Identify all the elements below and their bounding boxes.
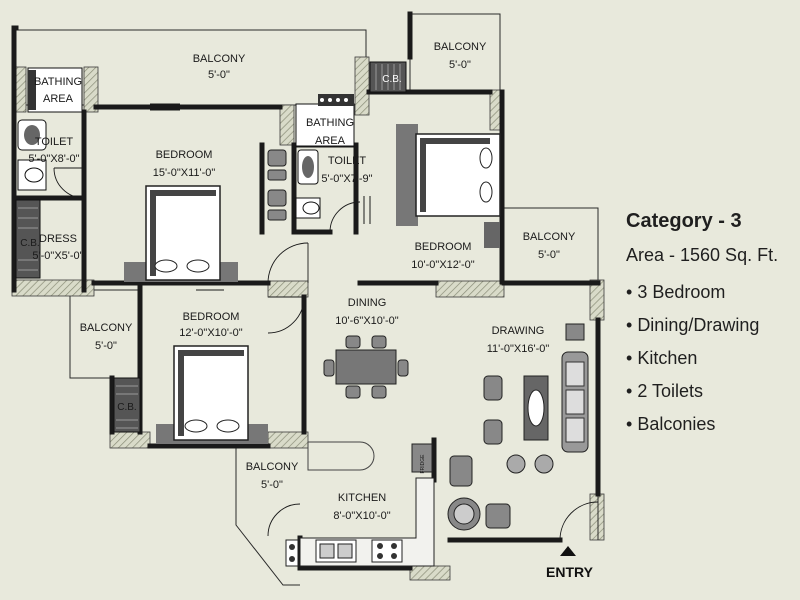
bathing-area-fixtures <box>27 67 355 147</box>
bedroom-2-dim: 10'-0"X12'-0" <box>411 259 474 271</box>
walls <box>11 11 601 571</box>
drawing-label: DRAWING <box>492 325 545 337</box>
bedroom-1-dim: 15'-0"X11'-0" <box>153 167 216 179</box>
dining-label: DINING <box>348 297 387 309</box>
kitchen-dim: 8'-0"X10'-0" <box>333 510 390 522</box>
cb-top-label: C.B. <box>382 74 401 85</box>
balcony-top-label: BALCONY <box>193 53 246 65</box>
balcony-outlines <box>15 13 599 586</box>
bathing-area-mid-line1: BATHING <box>306 117 354 129</box>
toilet-fixtures <box>17 119 321 219</box>
area-text: Area - 1560 Sq. Ft. <box>626 245 779 265</box>
door-swings <box>53 167 599 541</box>
bathing-area-left-line1: BATHING <box>34 76 82 88</box>
bedroom-1-label: BEDROOM <box>156 149 213 161</box>
balcony-bottom-label: BALCONY <box>246 461 299 473</box>
bedroom-2-label: BEDROOM <box>415 241 472 253</box>
toilet-mid-label: TOILET <box>328 155 367 167</box>
cb-bottom-label: C.B. <box>117 402 136 413</box>
balcony-right-label: BALCONY <box>523 231 576 243</box>
feature-item: 3 Bedroom <box>626 276 798 309</box>
dining-dim: 10'-6"X10'-0" <box>335 315 398 327</box>
dress-label: DRESS <box>39 233 77 245</box>
feature-item: Balconies <box>626 408 798 441</box>
windows <box>150 103 371 291</box>
feature-item: Kitchen <box>626 342 798 375</box>
feature-item: Dining/Drawing <box>626 309 798 342</box>
room-labels: BALCONY 5'-0" BALCONY 5'-0" BATHING AREA… <box>20 41 576 522</box>
entry-label: ENTRY <box>546 564 593 580</box>
features-list: 3 Bedroom Dining/Drawing Kitchen 2 Toile… <box>626 276 798 441</box>
bedroom-chairs <box>267 149 287 221</box>
kitchen-label: KITCHEN <box>338 492 386 504</box>
dining-table <box>323 335 409 399</box>
balcony-left-label: BALCONY <box>80 322 133 334</box>
cupboards <box>15 61 407 433</box>
bedroom-3-label: BEDROOM <box>183 311 240 323</box>
drawing-furniture <box>447 323 589 531</box>
toilet-left-dim: 5'-0"X8'-0" <box>28 153 79 165</box>
balcony-top-dim: 5'-0" <box>208 69 230 81</box>
toilet-left-label: TOILET <box>35 136 74 148</box>
category-title: Category - 3 <box>626 210 742 232</box>
bathing-area-mid-line2: AREA <box>315 135 346 147</box>
bedroom-3-dim: 12'-0"X10'-0" <box>179 327 242 339</box>
fridge-label: FRIDGE <box>420 454 426 474</box>
legend-panel: Category - 3 Area - 1560 Sq. Ft. 3 Bedro… <box>626 210 798 441</box>
balcony-top-right-label: BALCONY <box>434 41 487 53</box>
entry-arrow-icon <box>560 546 576 556</box>
drawing-dim: 11'-0"X16'-0" <box>487 343 550 355</box>
dress-dim: 5'-0"X5'-0" <box>32 250 83 262</box>
balcony-bottom-dim: 5'-0" <box>261 479 283 491</box>
balcony-right-dim: 5'-0" <box>538 249 560 261</box>
balcony-left-dim: 5'-0" <box>95 340 117 352</box>
feature-item: 2 Toilets <box>626 375 798 408</box>
kitchen-fixtures <box>285 441 435 567</box>
balcony-top-right-dim: 5'-0" <box>449 59 471 71</box>
bathing-area-left-line2: AREA <box>43 93 74 105</box>
beds <box>124 124 501 444</box>
cb-left-label: C.B. <box>20 238 39 249</box>
toilet-mid-dim: 5'-0"X7'-9" <box>321 173 372 185</box>
